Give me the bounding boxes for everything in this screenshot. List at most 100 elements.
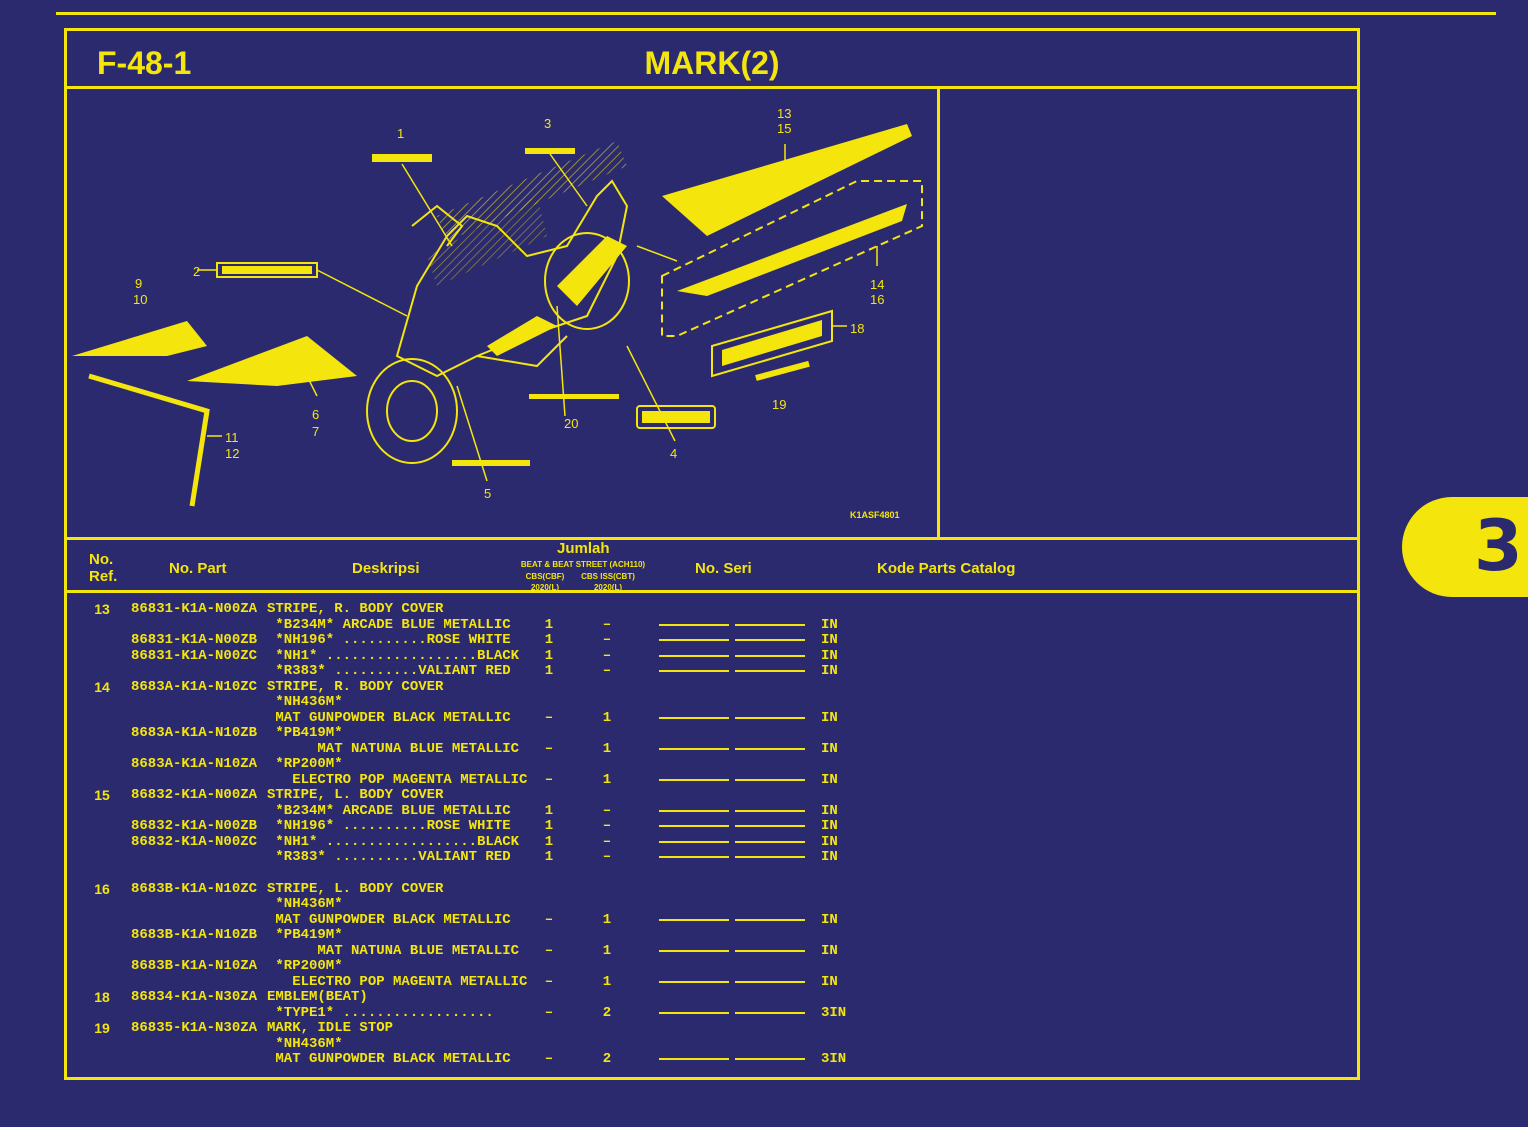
hatched-shadow-2 [427, 196, 547, 286]
qty-cbs-iss: 1 [602, 710, 612, 726]
serial-to-dash [735, 919, 805, 921]
catalog-code: IN [821, 710, 838, 726]
header-ref-line2: Ref. [89, 568, 118, 585]
description: *R383* ..........VALIANT RED [267, 849, 511, 865]
qty-cbs: 1 [544, 648, 554, 664]
qty-cbs: – [544, 943, 554, 959]
part-number: 86831-K1A-N00ZA [131, 601, 258, 617]
table-row: 8683A-K1A-N10ZA *RP200M* [67, 756, 1357, 772]
serial-to-dash [735, 1058, 805, 1060]
callout-label: 4 [670, 446, 677, 461]
description: MAT NATUNA BLUE METALLIC [267, 741, 520, 757]
callout-label: 12 [225, 446, 239, 461]
part-number: 8683A-K1A-N10ZA [131, 756, 258, 772]
qty-cbs-iss: – [602, 818, 612, 834]
serial-from-dash [659, 779, 729, 781]
qty-cbs: – [544, 1051, 554, 1067]
serial-from-dash [659, 919, 729, 921]
callout-label: 7 [312, 424, 319, 439]
qty-cbs-iss: – [602, 617, 612, 633]
serial-to-dash [735, 639, 805, 641]
catalog-code: IN [821, 803, 838, 819]
description: *R383* ..........VALIANT RED [267, 663, 511, 679]
header-qty-sub1-l1: BEAT & BEAT STREET (ACH110) [520, 560, 646, 569]
part-number: 8683A-K1A-N10ZC [131, 679, 258, 695]
qty-cbs-iss: – [602, 632, 612, 648]
catalog-code: IN [821, 632, 838, 648]
top-rule [56, 12, 1496, 15]
qty-cbs: 1 [544, 834, 554, 850]
serial-from-dash [659, 841, 729, 843]
callout-label: 11 [225, 430, 239, 445]
description: *TYPE1* .................. [267, 1005, 494, 1021]
qty-cbs: 1 [544, 803, 554, 819]
qty-cbs-iss: 2 [602, 1051, 612, 1067]
callout-label: 10 [133, 292, 147, 307]
ref-number: 18 [94, 989, 110, 1005]
table-row: MAT NATUNA BLUE METALLIC – 1 IN [67, 943, 1357, 959]
serial-to-dash [735, 670, 805, 672]
part-20-mark [529, 394, 619, 399]
callout-label: 6 [312, 407, 319, 422]
description: *NH1* ..................BLACK [267, 648, 520, 664]
parts-catalog-frame: F-48-1 MARK(2) [64, 28, 1360, 1080]
catalog-code: IN [821, 648, 838, 664]
section-tab[interactable]: 3 [1402, 497, 1528, 597]
table-row: 86832-K1A-N00ZB *NH196* ..........ROSE W… [67, 818, 1357, 834]
serial-to-dash [735, 655, 805, 657]
description: MARK, IDLE STOP [267, 1020, 394, 1036]
dashed-outline [661, 180, 923, 337]
qty-cbs-iss: – [602, 803, 612, 819]
table-header: No. Ref. No. Part Deskripsi Jumlah BEAT … [67, 537, 1357, 593]
table-row: 8683B-K1A-N10ZA *RP200M* [67, 958, 1357, 974]
callout-label: 13 [777, 106, 791, 121]
catalog-code: 3IN [821, 1005, 847, 1021]
callout-label: 16 [870, 292, 884, 307]
qty-cbs: 1 [544, 663, 554, 679]
description: *B234M* ARCADE BLUE METALLIC [267, 617, 511, 633]
part-19-mark [755, 360, 810, 381]
catalog-code: IN [821, 818, 838, 834]
part-number: 86832-K1A-N00ZB [131, 818, 258, 834]
header-catalog: Kode Parts Catalog [877, 560, 1016, 577]
description: STRIPE, L. BODY COVER [267, 787, 444, 803]
serial-from-dash [659, 981, 729, 983]
serial-to-dash [735, 981, 805, 983]
description: MAT GUNPOWDER BLACK METALLIC [267, 710, 511, 726]
description: *NH436M* [267, 896, 343, 912]
qty-cbs-iss: – [602, 663, 612, 679]
serial-from-dash [659, 624, 729, 626]
qty-cbs-iss: – [602, 849, 612, 865]
qty-cbs: – [544, 912, 554, 928]
description: STRIPE, R. BODY COVER [267, 679, 444, 695]
callout-labels: 1 2 3 4 5 6 7 9 10 11 12 13 15 14 16 18 … [133, 106, 884, 501]
serial-from-dash [659, 748, 729, 750]
description: MAT GUNPOWDER BLACK METALLIC [267, 912, 511, 928]
description: *PB419M* [267, 725, 343, 741]
section-tab-label: 3 [1474, 505, 1523, 587]
header-qty-sub2-l2: CBS ISS(CBT) [581, 572, 635, 581]
description: *B234M* ARCADE BLUE METALLIC [267, 803, 511, 819]
header-qty-sub1-l3: 2020(L) [530, 583, 559, 592]
part-number: 86835-K1A-N30ZA [131, 1020, 258, 1036]
part-11-12-stripe [88, 373, 210, 507]
ref-number: 15 [94, 787, 110, 803]
qty-cbs-iss: 1 [602, 974, 612, 990]
description: STRIPE, L. BODY COVER [267, 881, 444, 897]
serial-from-dash [659, 1012, 729, 1014]
catalog-code: IN [821, 943, 838, 959]
description: MAT NATUNA BLUE METALLIC [267, 943, 520, 959]
qty-cbs-iss: 1 [602, 943, 612, 959]
qty-cbs: 1 [544, 632, 554, 648]
callout-label: 2 [193, 264, 200, 279]
qty-cbs: – [544, 974, 554, 990]
callout-label: 20 [564, 416, 578, 431]
